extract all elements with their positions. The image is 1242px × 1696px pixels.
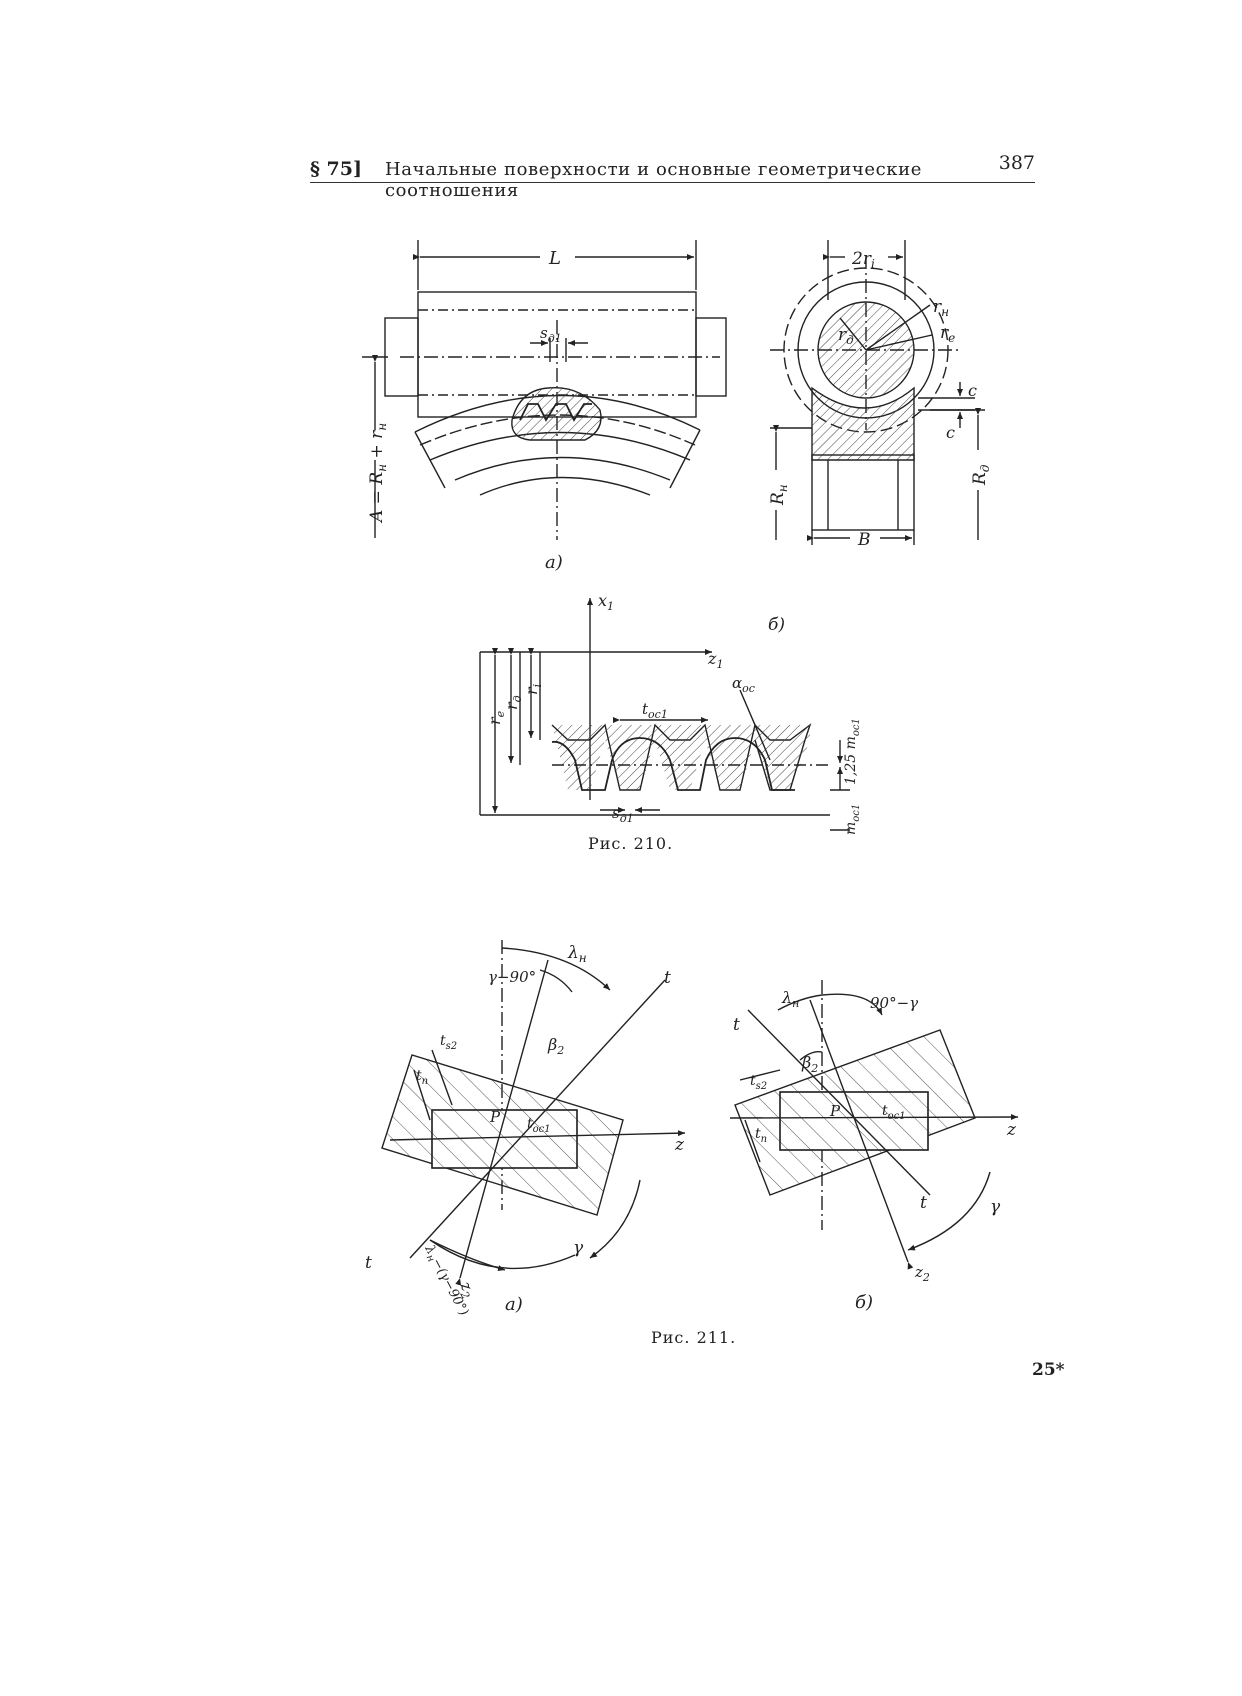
label-Rn: Rн (768, 484, 790, 506)
label-90gamma-b: 90°−γ (870, 994, 918, 1012)
label-gamma-b: γ (990, 1197, 1001, 1217)
fig210b-labels: x1 z1 re rд ri tос1 αос 1,25 mос1 mос1 s… (485, 591, 862, 835)
label-lambda-n-b: λн (781, 988, 799, 1010)
label-t-top-a: t (664, 968, 671, 988)
fig210a-worm-labels: L sд1 A = Rн + rн (367, 248, 562, 524)
label-lambda-diff-a: λн−(γ−90°) (419, 1242, 471, 1319)
signature-mark: 25* (1032, 1360, 1065, 1380)
label-125m: 1,25 mос1 (843, 718, 862, 785)
label-lambda-n-a: λн (567, 943, 587, 965)
label-sd1-b: sд1 (612, 804, 634, 825)
fig210a-label: а) (545, 552, 563, 573)
label-P-b: P (829, 1102, 841, 1120)
label-P-a: P (489, 1108, 501, 1126)
fig210b-label: б) (768, 615, 785, 635)
label-Rd: Rд (970, 464, 992, 486)
label-re: re (940, 323, 955, 345)
label-t-top-b: t (733, 1015, 740, 1035)
label-beta2-b: β2 (801, 1053, 818, 1075)
label-z-b: z (1006, 1120, 1017, 1140)
fig210-caption: Рис. 210. (588, 834, 673, 853)
label-rd-b: rд (502, 695, 524, 710)
fig210a-end-labels: 2ri rн rд re c c Rн Rд B (768, 249, 992, 550)
label-sd1: sд1 (540, 324, 562, 345)
label-B: B (857, 530, 871, 550)
label-L: L (548, 248, 561, 269)
label-gamma90-a: γ−90° (488, 968, 536, 986)
label-z2-b: z2 (914, 1263, 930, 1284)
label-c1: c (968, 381, 977, 400)
label-aoc: αос (732, 674, 755, 695)
label-t-bottom-a: t (365, 1253, 372, 1273)
fig210a-end-view (770, 240, 985, 545)
fig211a-diagram (382, 940, 685, 1278)
fig211-caption: Рис. 211. (651, 1328, 736, 1347)
label-ri-b: ri (522, 684, 544, 695)
label-toc1: tос1 (642, 700, 668, 721)
label-A: A = Rн + rн (367, 423, 389, 524)
label-c2: c (946, 423, 955, 442)
label-gamma-a: γ (573, 1238, 584, 1258)
label-re-b: re (485, 710, 507, 725)
label-2ri: 2ri (851, 249, 875, 271)
label-x1: x1 (598, 591, 614, 613)
label-rn: rн (933, 297, 949, 319)
label-z1: z1 (707, 649, 723, 671)
label-ts2-a: ts2 (440, 1033, 457, 1052)
label-z-a: z (674, 1135, 685, 1155)
label-t-bottom-b: t (920, 1193, 927, 1213)
fig211b-label: б) (855, 1292, 873, 1313)
fig210a-worm-view (362, 240, 726, 540)
label-moc1: mос1 (843, 804, 862, 835)
fig211a-label: а) (505, 1294, 523, 1315)
label-beta2-a: β2 (547, 1035, 564, 1057)
fig211b-diagram (730, 980, 1018, 1262)
